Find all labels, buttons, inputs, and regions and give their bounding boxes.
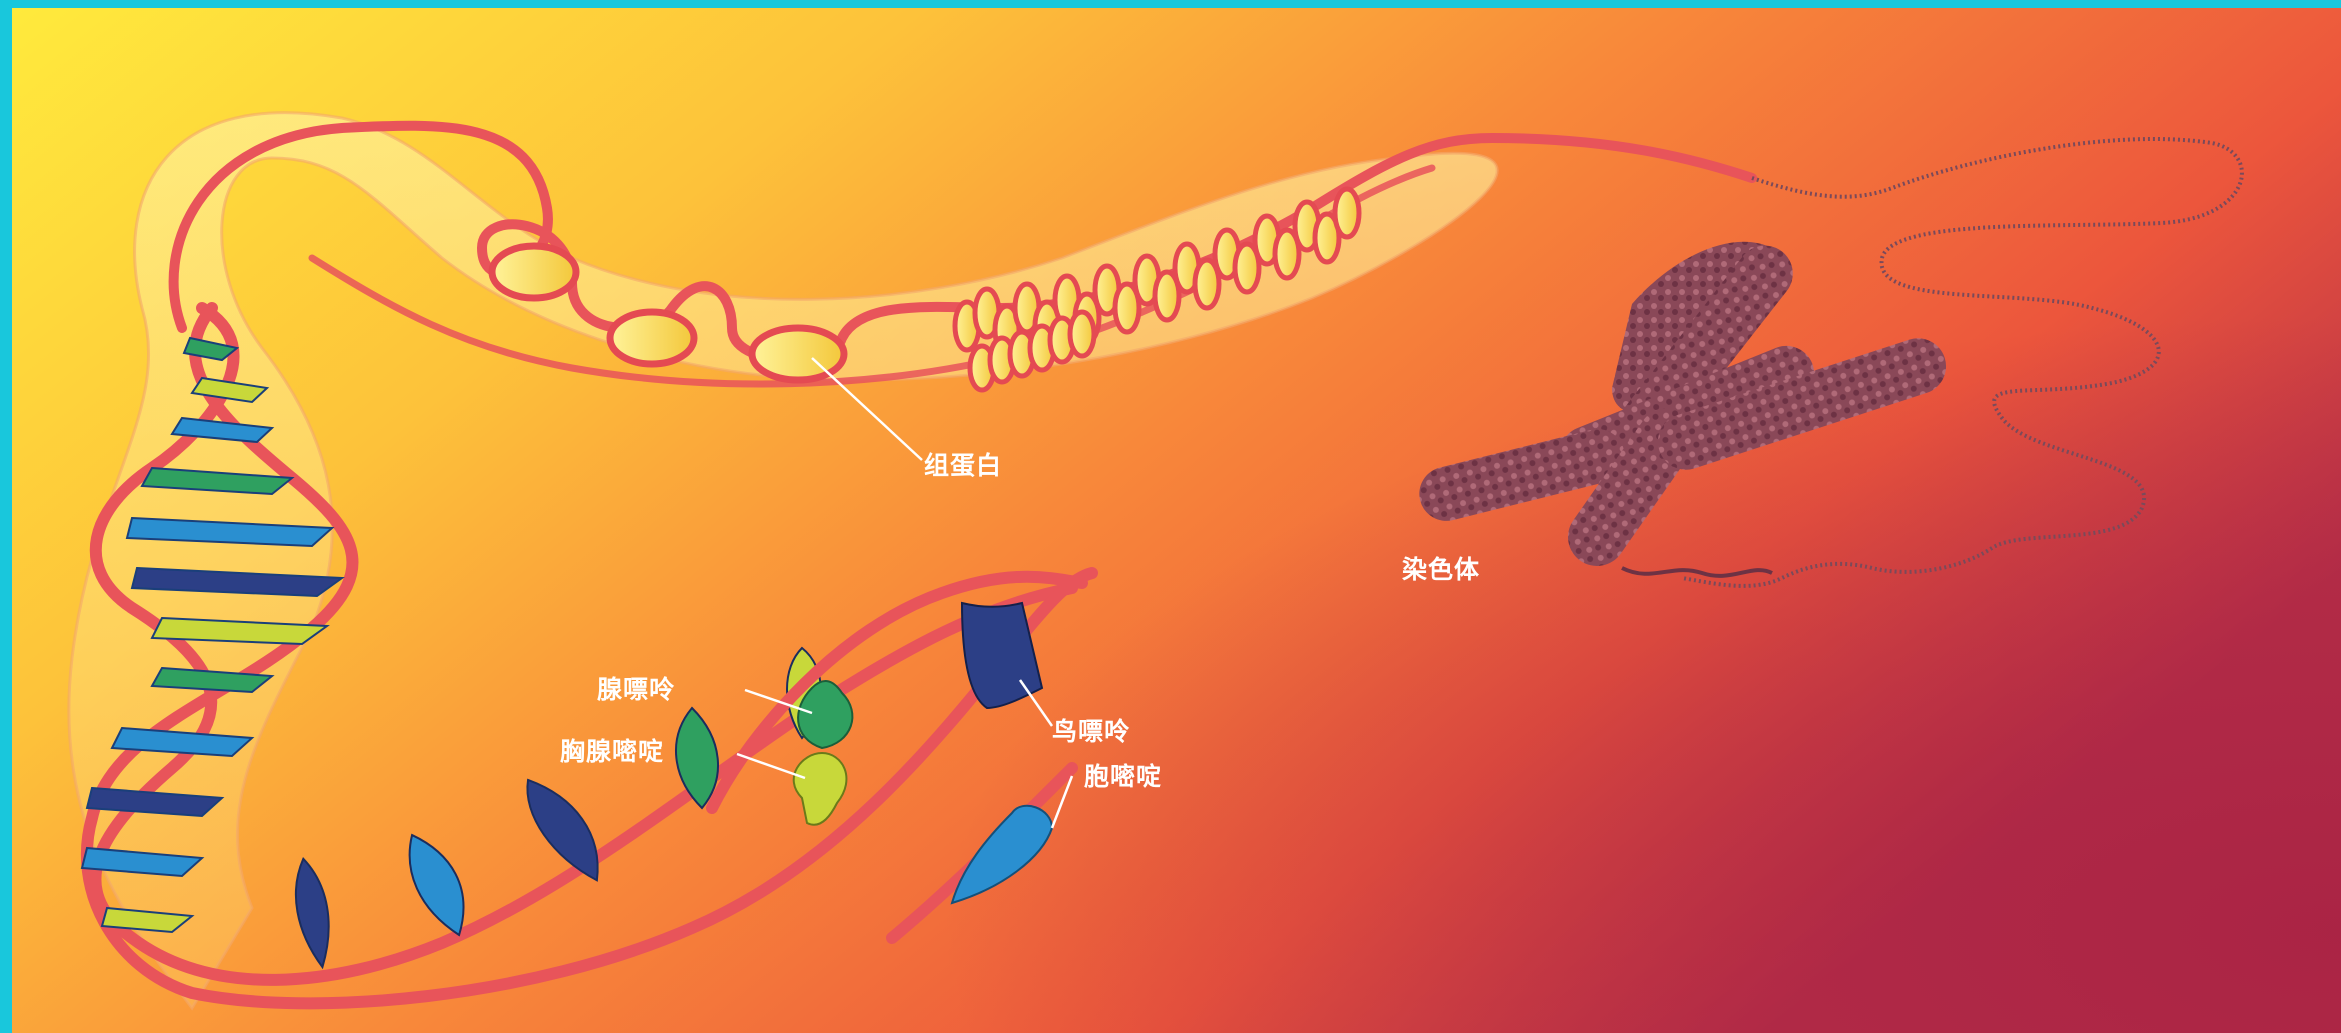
adenine-label: 腺嘌呤 bbox=[597, 675, 675, 704]
histone-label: 组蛋白 bbox=[924, 451, 1002, 480]
diagram-svg: 组蛋白 染色体 腺嘌呤 胸腺嘧啶 鸟嘌呤 胞嘧啶 bbox=[12, 8, 2341, 1033]
nucleosome bbox=[492, 246, 576, 298]
nucleosome bbox=[752, 328, 844, 380]
cytosine-label: 胞嘧啶 bbox=[1084, 762, 1162, 791]
dna-structure-illustration: 组蛋白 染色体 腺嘌呤 胸腺嘧啶 鸟嘌呤 胞嘧啶 bbox=[12, 8, 2341, 1033]
chromosome-label: 染色体 bbox=[1402, 555, 1480, 584]
thymine-label: 胸腺嘧啶 bbox=[560, 737, 664, 766]
guanine-label: 鸟嘌呤 bbox=[1052, 717, 1130, 746]
nucleosome bbox=[610, 312, 694, 364]
